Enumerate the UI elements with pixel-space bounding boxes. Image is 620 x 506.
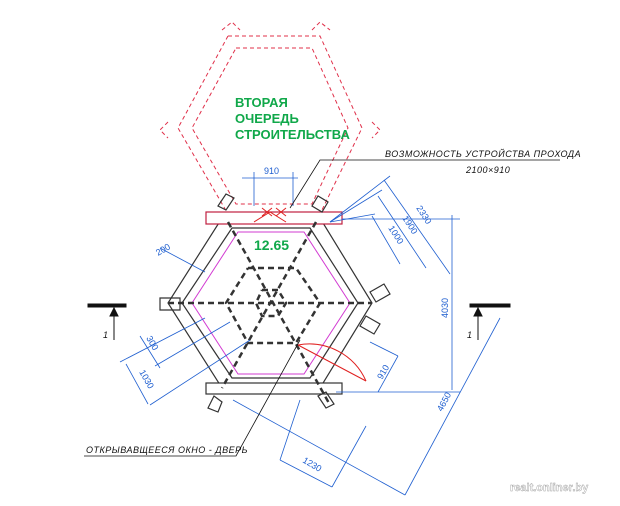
dim-4030: 4030 <box>440 298 450 318</box>
second-stage-line-1: ВТОРАЯ <box>235 95 288 110</box>
passage-mark <box>253 207 287 223</box>
dim-200: 200 <box>154 242 172 258</box>
roof-beams <box>168 221 372 406</box>
section-label-left: 1 <box>103 330 109 340</box>
passage-note: ВОЗМОЖНОСТЬ УСТРОЙСТВА ПРОХОДА <box>385 148 581 159</box>
main-hexagon-walls <box>159 193 391 413</box>
dim-1900: 1900 <box>400 214 419 236</box>
door-swing <box>297 343 367 382</box>
section-label-right: 1 <box>467 330 473 340</box>
dim-1030: 1030 <box>137 368 156 390</box>
passage-size: 2100×910 <box>465 165 510 175</box>
window-door-note: ОТКРЫВАВЩЕЕСЯ ОКНО - ДВЕРЬ <box>86 445 248 455</box>
dim-1000: 1000 <box>386 224 405 246</box>
second-stage-line-2: ОЧЕРЕДЬ <box>235 111 299 126</box>
dim-2330: 2330 <box>414 204 433 226</box>
dim-passage-width: 910 <box>264 166 279 176</box>
watermark: realt.onliner.by <box>510 482 589 494</box>
section-marks <box>87 303 511 340</box>
dim-300: 300 <box>144 334 160 352</box>
dim-1230: 1230 <box>301 455 323 474</box>
area-label: 12.65 <box>254 237 289 253</box>
leader-lines <box>84 159 560 457</box>
dimension-lines <box>119 172 501 496</box>
dim-door-910: 910 <box>375 363 391 381</box>
second-stage-line-3: СТРОИТЕЛЬСТВА <box>235 127 350 142</box>
